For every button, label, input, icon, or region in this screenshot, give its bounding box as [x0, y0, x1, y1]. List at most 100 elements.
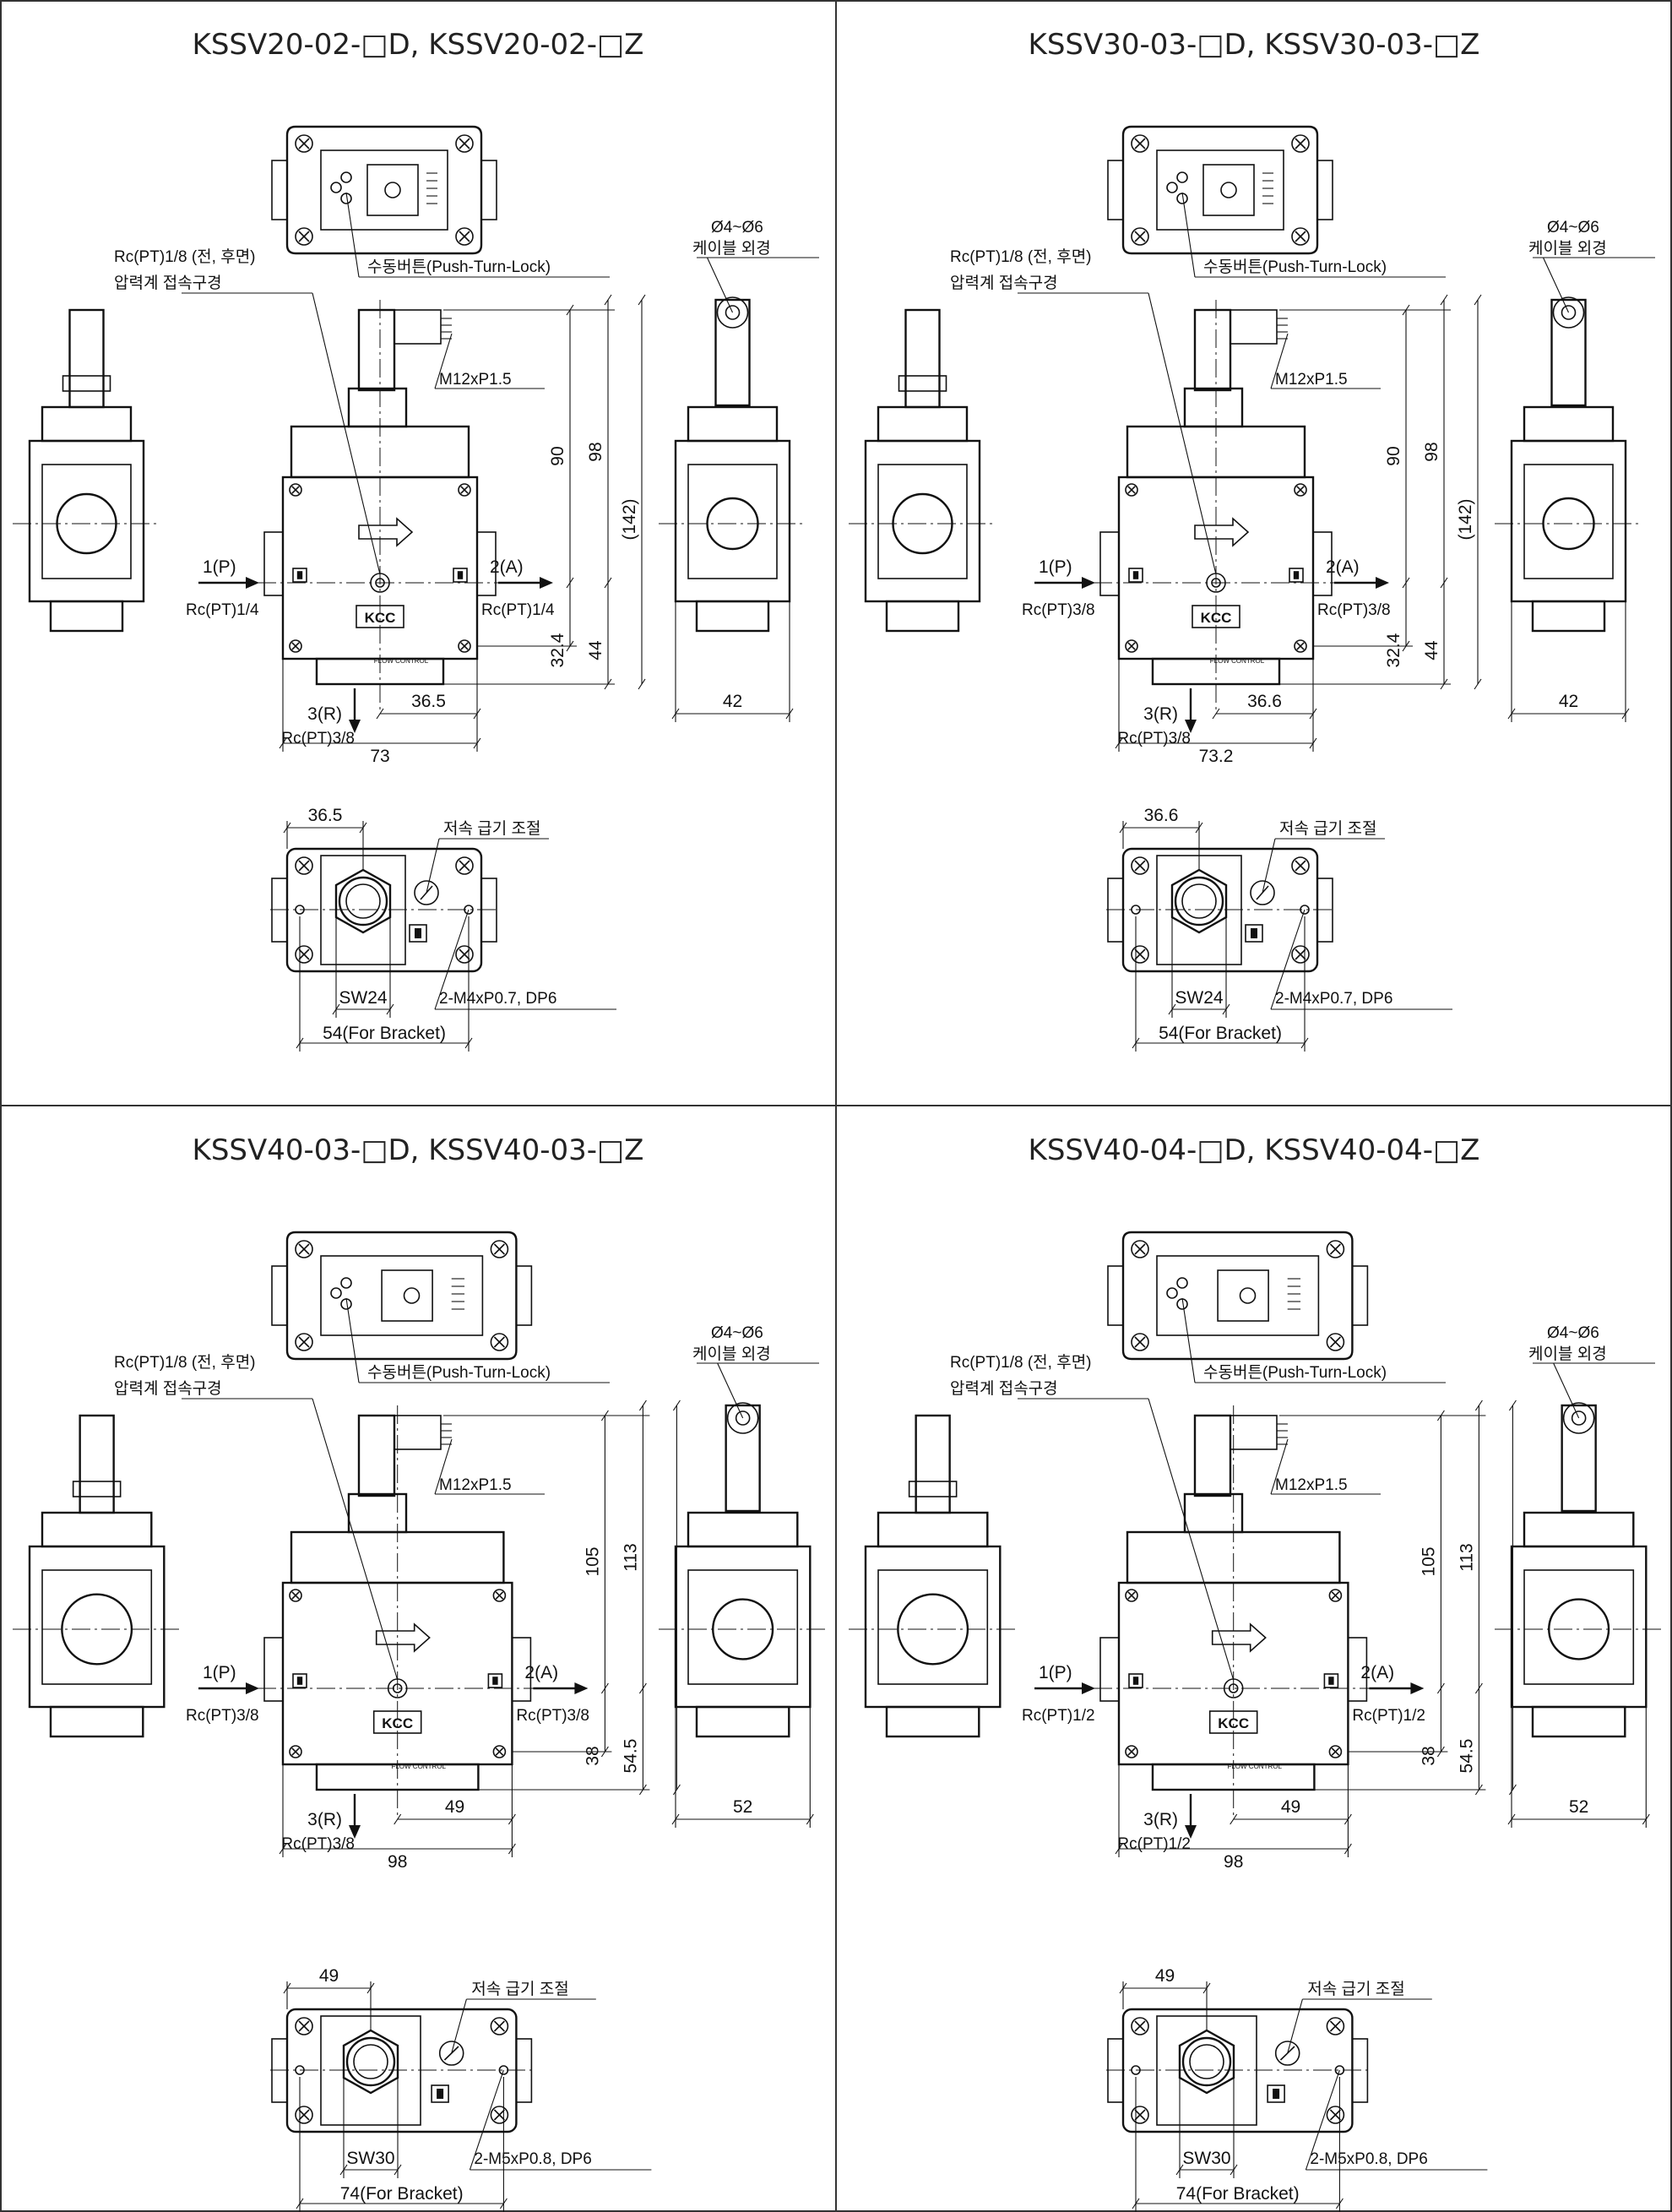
port-number-mark [457, 571, 464, 579]
gauge-port-label: Rc(PT)1/8 (전, 후면) [114, 1353, 256, 1372]
screw-head [1131, 856, 1149, 875]
right-exhaust-boss [695, 600, 770, 633]
inlet-port-label: 1(P) [1039, 557, 1072, 577]
screw-slot [291, 642, 300, 650]
port-number-mark [1328, 1677, 1334, 1685]
dim-half-value: 36.5 [411, 692, 446, 711]
bottom-view [270, 847, 498, 973]
screw-head [1326, 1333, 1345, 1351]
screw-slot [1295, 231, 1306, 242]
outlet-thread-label: Rc(PT)1/2 [1352, 1707, 1425, 1725]
exhaust-arrowhead [1185, 720, 1197, 733]
screw-head [455, 856, 474, 875]
panel-title: KSSV40-03-□D, KSSV40-03-□Z [193, 1133, 644, 1167]
dim-tick [1309, 708, 1317, 720]
flow-control-text: FLOW CONTROL [374, 657, 429, 665]
leader-gauge-port [312, 292, 381, 575]
cable-od-label: 케이블 외경 [692, 239, 771, 258]
front-connector-body [394, 1415, 442, 1450]
port-number-box [453, 568, 468, 583]
dim-tick [296, 1037, 304, 1049]
inlet-arrowhead [246, 1682, 259, 1694]
left-side-view [849, 1414, 1018, 1738]
top-view-connector-screw [403, 1287, 421, 1304]
dim-tick [1195, 822, 1203, 834]
leader-mount-holes [1270, 909, 1306, 1010]
dim-tick [359, 822, 367, 834]
screw-head [1125, 639, 1138, 653]
dim-tick [1508, 1784, 1517, 1796]
dim-tick [464, 1037, 473, 1049]
screw-slot [1127, 486, 1136, 494]
screw-slot [1329, 2020, 1341, 2032]
front-port-boss-right [511, 1637, 532, 1702]
screw-head [1291, 945, 1310, 964]
leader-connector [1270, 333, 1289, 389]
panels-root: KSSV20-02-□D, KSSV20-02-□Z수동버튼(Push-Turn… [13, 28, 1664, 2212]
panel-title: KSSV20-02-□D, KSSV20-02-□Z [193, 28, 644, 62]
cable-od-size-label: Ø4~Ø6 [1547, 219, 1599, 236]
leader-cable-od [1543, 257, 1569, 313]
bottom-exhaust-bore-inner [353, 2044, 388, 2079]
leader-gauge-port [312, 1398, 399, 1681]
screw-slot [1295, 860, 1306, 872]
screw-slot [1134, 948, 1146, 960]
outlet-arrowhead [574, 1682, 589, 1694]
leader-manual-button [345, 192, 360, 278]
screw-slot [1331, 1747, 1340, 1756]
dim-side-value: 42 [1559, 692, 1578, 711]
mount-holes-label: 2-M4xP0.7, DP6 [1275, 990, 1392, 1008]
dim-tick [1344, 1813, 1352, 1825]
inlet-thread-label: Rc(PT)1/2 [1022, 1707, 1095, 1725]
dim-tick [600, 1746, 609, 1758]
screw-head [455, 134, 474, 153]
dim-tick [638, 294, 646, 306]
dim-tick [499, 2198, 508, 2209]
port-number-box [1267, 2084, 1285, 2103]
dim-lower-b-value: 54.5 [1457, 1739, 1476, 1774]
dim-tick [671, 708, 680, 720]
flow-control-text: FLOW CONTROL [1227, 1763, 1282, 1770]
leader-mount-holes [434, 909, 470, 1010]
outlet-arrowhead [540, 577, 553, 589]
screw-slot [298, 138, 310, 149]
leader-manual-button [1181, 192, 1196, 278]
flow-control-text: FLOW CONTROL [391, 1763, 446, 1770]
screw-head [455, 227, 474, 246]
manual-button-dot [340, 171, 352, 183]
bottom-exhaust-bore-inner [1189, 2044, 1224, 2079]
flow-direction-arrow [1194, 517, 1250, 547]
leader-gauge-port [1148, 1398, 1235, 1681]
speed-adjust-screw [414, 880, 439, 905]
dim-tick [1222, 1003, 1230, 1015]
right-side-view [1495, 1402, 1664, 1738]
leader-gauge-port [1148, 292, 1217, 575]
bottom-view [270, 2008, 534, 2133]
right-cable-gland [1562, 1402, 1595, 1434]
dim-lower-b-value: 44 [586, 640, 605, 660]
screw-slot [1127, 642, 1136, 650]
top-view-body [1121, 125, 1319, 255]
dim-lower-a-value: 32.4 [548, 633, 567, 667]
port-number-box [409, 924, 427, 943]
screw-slot [1329, 1243, 1341, 1255]
port-number-box [487, 1673, 503, 1688]
dim-tick [1230, 1813, 1238, 1825]
exhaust-port-label: 3(R) [1143, 704, 1178, 724]
dim-tick [1436, 1410, 1445, 1421]
dim-total-value: (142) [620, 498, 639, 540]
inlet-thread-label: Rc(PT)3/8 [1022, 601, 1095, 619]
dim-tick [566, 640, 574, 652]
screw-slot [1134, 860, 1146, 872]
leader-connector [1270, 1438, 1289, 1495]
left-body-recess [41, 464, 132, 579]
bracket-value: 54(For Bracket) [323, 1024, 446, 1043]
screw-slot [1295, 138, 1306, 149]
outlet-arrowhead [1410, 1682, 1425, 1694]
screw-head [492, 1589, 507, 1602]
screw-slot [493, 2020, 505, 2032]
gauge-port-label: Rc(PT)1/8 (전, 후면) [950, 1353, 1092, 1372]
wrench-size-value: SW24 [339, 988, 388, 1008]
left-exhaust-boss [885, 1705, 980, 1738]
dim-tick [1344, 1843, 1352, 1855]
